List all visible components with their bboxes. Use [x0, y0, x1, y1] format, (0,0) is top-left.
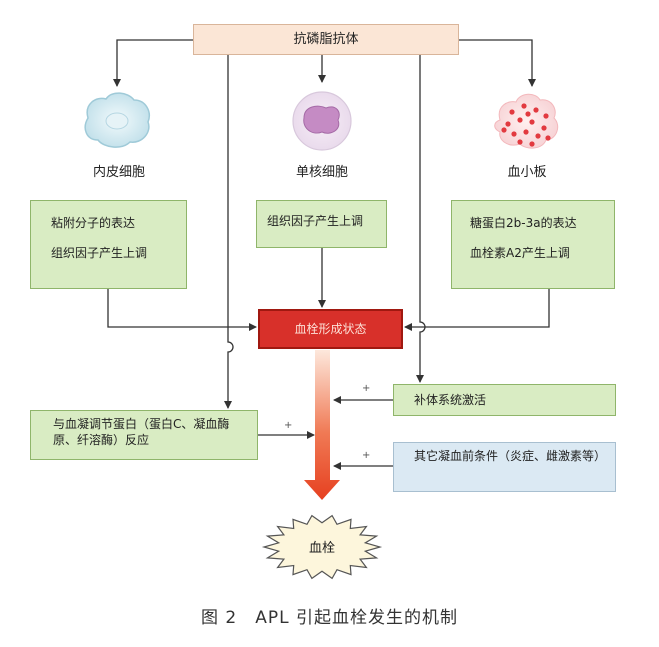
regulators-text: 与血凝调节蛋白（蛋白C、凝血酶原、纤溶酶）反应 [53, 417, 230, 448]
thrombus-starburst [261, 514, 383, 580]
plus-sign-regulators: + [284, 420, 293, 431]
platelet-granule [529, 119, 535, 125]
platelet-granule [543, 113, 549, 119]
platelet-granule [525, 111, 531, 117]
other-text: 其它凝血前条件（炎症、雌激素等） [414, 449, 607, 463]
endothelial-label: 内皮细胞 [92, 165, 145, 180]
platelet-granule [535, 133, 541, 139]
platelet-granule [517, 117, 523, 123]
antiphospholipid-antibody-node: 抗磷脂抗体 [193, 24, 459, 55]
top-connectors [107, 39, 550, 470]
platelet-granule [523, 129, 529, 135]
platelet-label: 血小板 [507, 165, 547, 180]
thrombosis-progress-arrow [304, 350, 340, 500]
platelet-granule [533, 107, 539, 113]
effect-item: 血栓素A2产生上调 [470, 246, 570, 261]
platelet-granule [509, 109, 515, 115]
effect-item: 组织因子产生上调 [267, 214, 364, 228]
other-procoagulant-box: 其它凝血前条件（炎症、雌激素等） [393, 442, 616, 492]
monocyte-cell-icon [292, 91, 352, 151]
plus-sign-other: + [362, 450, 371, 461]
effect-item: 粘附分子的表达 [51, 216, 136, 230]
plus-sign-complement: + [362, 383, 371, 394]
effect-item: 糖蛋白2b-3a的表达 [470, 216, 577, 230]
platelet-granule [521, 103, 527, 109]
platelet-granules [501, 103, 551, 147]
figure-caption: 图 2 APL 引起血栓发生的机制 [201, 608, 458, 628]
platelet-cell-icon [494, 93, 559, 149]
coagulation-regulators-box: 与血凝调节蛋白（蛋白C、凝血酶原、纤溶酶）反应 [30, 410, 258, 460]
platelet-granule [545, 135, 551, 141]
platelet-granule [511, 131, 517, 137]
monocyte-effects-box: 组织因子产生上调 [256, 200, 387, 248]
complement-text: 补体系统激活 [414, 393, 487, 407]
platelet-granule [501, 127, 507, 133]
platelet-effects-box: 糖蛋白2b-3a的表达 血栓素A2产生上调 [451, 200, 615, 289]
platelet-granule [529, 141, 535, 147]
complement-activation-box: 补体系统激活 [393, 384, 616, 416]
endothelial-cell-icon [84, 92, 150, 148]
endothelial-effects-box: 粘附分子的表达 组织因子产生上调 [30, 200, 187, 289]
platelet-granule [517, 139, 523, 145]
center-node-text: 血栓形成状态 [294, 321, 367, 336]
effect-item: 组织因子产生上调 [51, 246, 148, 261]
thrombus-label: 血栓 [308, 541, 335, 556]
platelet-granule [505, 121, 511, 127]
monocyte-label: 单核细胞 [295, 165, 348, 180]
top-node-text: 抗磷脂抗体 [293, 31, 359, 47]
platelet-granule [541, 125, 547, 131]
thrombotic-state-node: 血栓形成状态 [258, 309, 403, 349]
